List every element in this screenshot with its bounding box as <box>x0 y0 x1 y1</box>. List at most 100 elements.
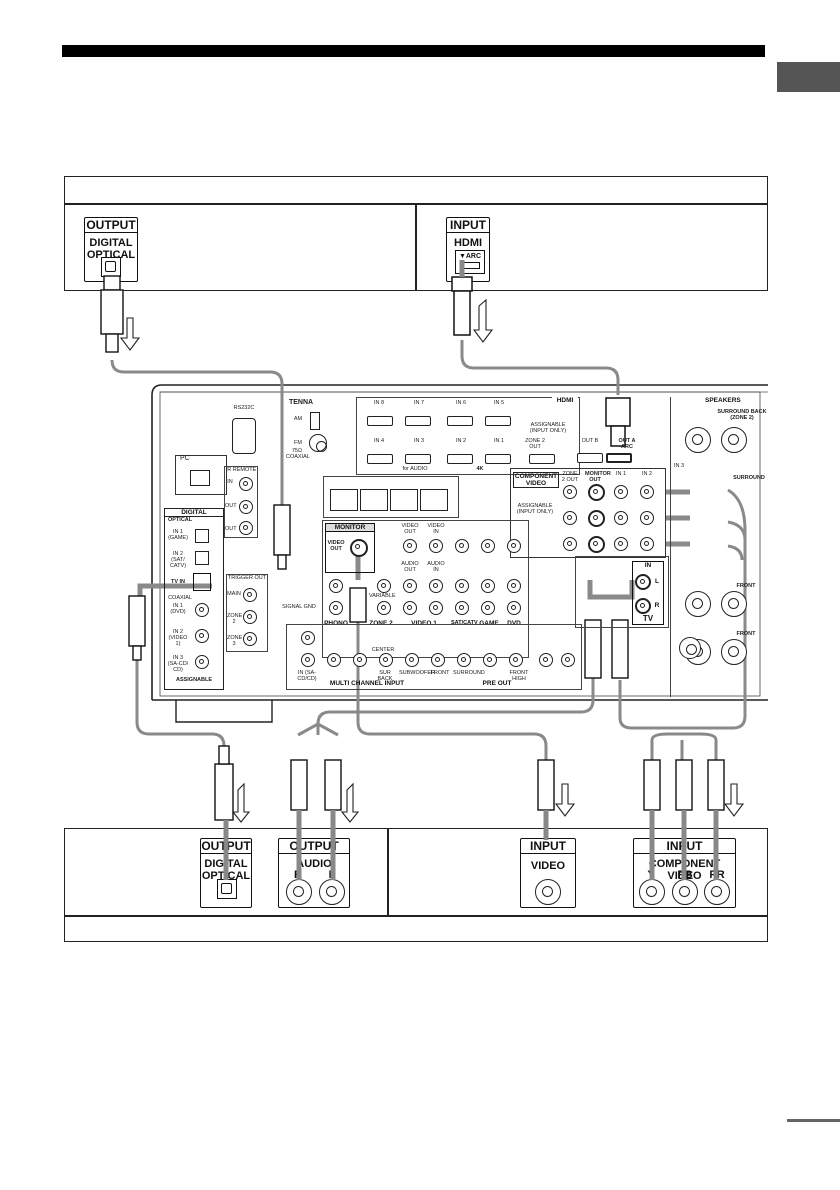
opt-in2-label: IN 2 (SAT/ CATV) <box>169 551 187 569</box>
hdmi-in6-port[interactable] <box>447 416 473 426</box>
sat-video-in-jack[interactable] <box>455 539 469 553</box>
mc-surround-jack[interactable] <box>353 653 367 667</box>
v1-video-in-jack[interactable] <box>429 539 443 553</box>
tv-audio-l-label: L <box>655 578 659 585</box>
hdmi-outb-port[interactable] <box>577 453 603 463</box>
trig-z2-jack[interactable] <box>243 610 257 624</box>
comp-monitor-y-jack[interactable] <box>588 484 605 501</box>
zone2-l-jack[interactable] <box>377 579 391 593</box>
tv-audio-r-jack[interactable] <box>635 598 651 614</box>
sp-front-minus-terminal[interactable] <box>721 591 747 617</box>
mc-surback-jack[interactable] <box>379 653 393 667</box>
game-in-r-jack[interactable] <box>481 601 495 615</box>
rs232c-port[interactable] <box>232 418 256 454</box>
game-in-l-jack[interactable] <box>481 579 495 593</box>
hdmi-zone2-label: ZONE 2 OUT <box>525 438 545 450</box>
sat-in-r-jack[interactable] <box>455 601 469 615</box>
lan-port-2[interactable] <box>390 489 418 511</box>
lan-port-4[interactable] <box>330 489 358 511</box>
ir-out-label: OUT <box>225 503 237 509</box>
hdmi-in8-port[interactable] <box>367 416 393 426</box>
ir-in-jack[interactable] <box>239 477 253 491</box>
sat-in-l-jack[interactable] <box>455 579 469 593</box>
mc-front-l-jack[interactable] <box>301 631 315 645</box>
hdmi-in1-port[interactable] <box>485 454 511 464</box>
opt-tv-jack[interactable] <box>193 573 211 591</box>
ir-out-jack[interactable] <box>239 500 253 514</box>
tv-audio-r-label: R <box>654 602 660 609</box>
v1-in-r-jack[interactable] <box>429 601 443 615</box>
po-surback-jack[interactable] <box>483 653 497 667</box>
v1-in-l-jack[interactable] <box>429 579 443 593</box>
sp-center-terminal[interactable] <box>679 637 701 659</box>
dvd-video-in-jack[interactable] <box>507 539 521 553</box>
mc-front2-jack[interactable] <box>327 653 341 667</box>
src-video-header: INPUT <box>521 839 575 854</box>
dvd-label: DVD <box>507 620 521 627</box>
speakers-block: SPEAKERS SURROUND BACK (ZONE 2) SURROUND… <box>670 397 769 697</box>
pc-block: PC <box>175 455 227 495</box>
tv-audio-l-jack[interactable] <box>635 574 651 590</box>
po-surround-jack[interactable] <box>457 653 471 667</box>
opt-in2-jack[interactable] <box>195 551 209 565</box>
coax-in2-jack[interactable] <box>195 629 209 643</box>
dvd-in-r-jack[interactable] <box>507 601 521 615</box>
phono-r-jack[interactable] <box>329 601 343 615</box>
comp-in2-y-jack[interactable] <box>640 485 654 499</box>
src-comp-y-jack[interactable] <box>639 879 665 905</box>
v1-out-l-jack[interactable] <box>403 579 417 593</box>
v1-out-r-jack[interactable] <box>403 601 417 615</box>
game-video-in-jack[interactable] <box>481 539 495 553</box>
sp-sb-minus-terminal[interactable] <box>721 427 747 453</box>
lan-port-3[interactable] <box>360 489 388 511</box>
coax-in3-jack[interactable] <box>195 655 209 669</box>
sp-front-plus-terminal[interactable] <box>685 591 711 617</box>
comp-in2-pb-jack[interactable] <box>640 511 654 525</box>
hdmi-in3-label: IN 3 <box>413 438 425 444</box>
component-video-label: COMPONENT VIDEO <box>513 472 559 488</box>
sp-front2-minus-terminal[interactable] <box>721 639 747 665</box>
trig-z3-jack[interactable] <box>243 632 257 646</box>
hdmi-zone2-port[interactable] <box>529 454 555 464</box>
coax-in2-label: IN 2 (VIDEO 1) <box>168 629 188 647</box>
fm-jack[interactable] <box>309 434 327 452</box>
comp-zone2-pb-jack[interactable] <box>563 511 577 525</box>
phono-l-jack[interactable] <box>329 579 343 593</box>
comp-in1-pb-jack[interactable] <box>614 511 628 525</box>
coax-in1-jack[interactable] <box>195 603 209 617</box>
lan-port-1[interactable] <box>420 489 448 511</box>
hdmi-outa-port[interactable] <box>606 453 632 463</box>
src-video-jack[interactable] <box>535 879 561 905</box>
monitor-video-out-jack[interactable] <box>350 539 368 557</box>
dvd-in-l-jack[interactable] <box>507 579 521 593</box>
mc-subwoofer-jack[interactable] <box>405 653 419 667</box>
comp-monitor-pb-jack[interactable] <box>588 510 605 527</box>
am-terminal[interactable] <box>310 412 320 430</box>
hdmi-in3-port[interactable] <box>405 454 431 464</box>
hdmi-block: IN 8 IN 7 IN 6 IN 5 ASSIGNABLE (INPUT ON… <box>356 397 580 475</box>
hdmi-in5-port[interactable] <box>485 416 511 426</box>
zone2-r-jack[interactable] <box>377 601 391 615</box>
usb-port[interactable] <box>190 470 210 486</box>
po-sub2-jack[interactable] <box>561 653 575 667</box>
comp-in2-pr-jack[interactable] <box>640 537 654 551</box>
comp-in1-pr-jack[interactable] <box>614 537 628 551</box>
hdmi-in4-port[interactable] <box>367 454 393 464</box>
comp-in1-y-jack[interactable] <box>614 485 628 499</box>
comp-monitor-pr-jack[interactable] <box>588 536 605 553</box>
po-fronthigh-jack[interactable] <box>509 653 523 667</box>
opt-in1-jack[interactable] <box>195 529 209 543</box>
mc-front-r-jack[interactable] <box>301 653 315 667</box>
comp-zone2-pr-jack[interactable] <box>563 537 577 551</box>
sp-sb-plus-terminal[interactable] <box>685 427 711 453</box>
po-sub1-jack[interactable] <box>539 653 553 667</box>
src-audio-r-jack[interactable] <box>286 879 312 905</box>
trig-main-jack[interactable] <box>243 588 257 602</box>
v1-video-out-jack[interactable] <box>403 539 417 553</box>
po-front-jack[interactable] <box>431 653 445 667</box>
comp-zone2-y-jack[interactable] <box>563 485 577 499</box>
hdmi-in7-port[interactable] <box>405 416 431 426</box>
ir-out2-jack[interactable] <box>239 521 253 535</box>
tv-audio-in-panel: IN L R <box>632 561 664 625</box>
hdmi-in2-port[interactable] <box>447 454 473 464</box>
